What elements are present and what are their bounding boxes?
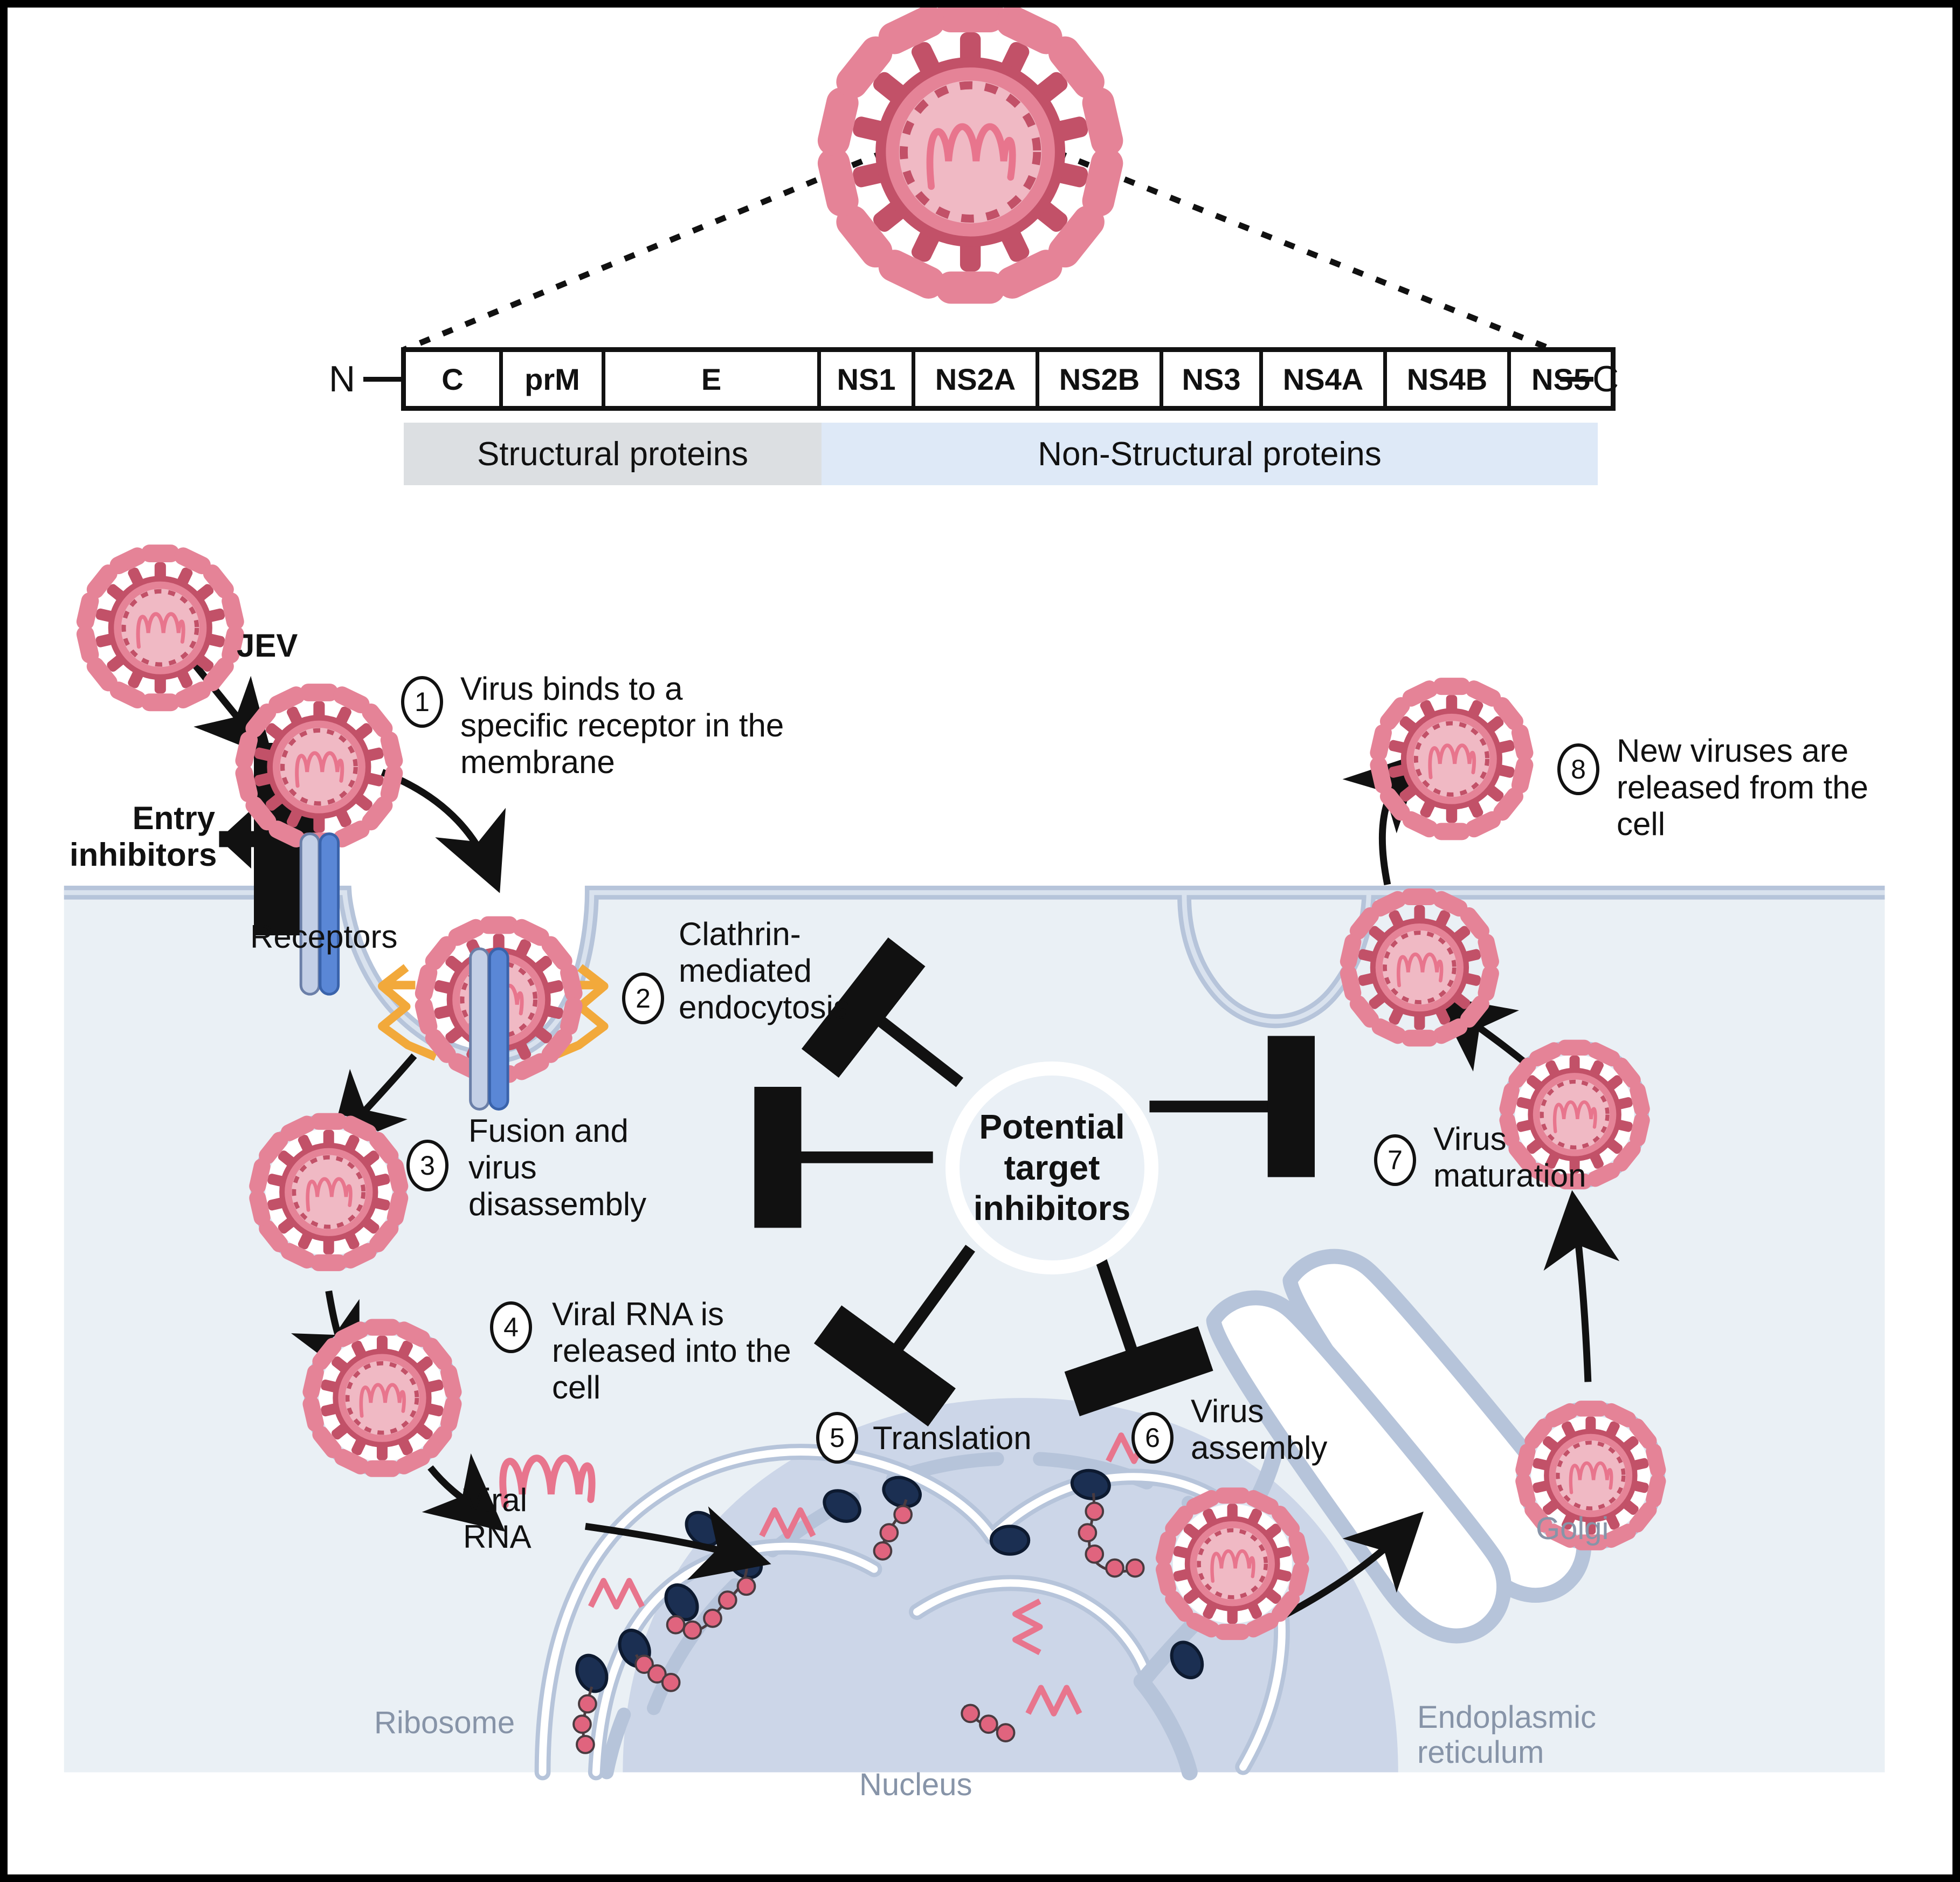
entry-inhibitors-label: Entry inhibitors — [70, 800, 217, 873]
inhibitor-bar-assembly — [1064, 1251, 1213, 1417]
er-label: Endoplasmic reticulum — [1417, 1700, 1597, 1770]
step-badge-8: 8 — [1557, 743, 1599, 795]
step-text-6: Virus assembly — [1191, 1393, 1328, 1466]
jev-label: JEV — [237, 628, 298, 664]
potential-target-inhibitors-node: Potential target inhibitors — [946, 1061, 1158, 1274]
step-text-4: Viral RNA is released into the cell — [552, 1296, 791, 1405]
viral-rna-label: Viral RNA — [463, 1482, 532, 1555]
virion-released — [1370, 678, 1534, 840]
step-badge-1: 1 — [401, 676, 443, 728]
structural-proteins-band: Structural proteins — [404, 423, 822, 485]
virion-overview — [817, 8, 1123, 304]
mrna-squiggles — [588, 1432, 1163, 1716]
arrow-assembly-to-golgi — [1268, 1511, 1424, 1626]
golgi-label: Golgi — [1536, 1511, 1609, 1546]
genome-gene-ns2b: NS2B — [1039, 352, 1163, 406]
polypeptide-chains — [572, 1493, 1145, 1754]
genome-gene-ns1: NS1 — [821, 352, 915, 406]
cytoplasm-fill — [64, 895, 1885, 1773]
step-text-5: Translation — [873, 1420, 1032, 1456]
potential-target-inhibitors-text: Potential target inhibitors — [973, 1107, 1131, 1228]
nucleus-label: Nucleus — [859, 1767, 972, 1802]
endosome-vesicle — [250, 1114, 407, 1271]
callout-dashed-lines — [402, 149, 1555, 353]
arrow-golgi-to-maturation — [1543, 1190, 1620, 1382]
virion-uncoating — [302, 1319, 462, 1477]
arrow-maturation-to-budding — [1434, 995, 1545, 1080]
nuclear-envelope — [599, 1452, 1283, 1780]
step-text-2: Clathrin- mediated endocytosis — [679, 916, 850, 1025]
er-assembly-neck — [1138, 1443, 1283, 1684]
plasma-membrane-inner — [64, 890, 1885, 1060]
inhibitor-wedge-entry — [219, 809, 251, 869]
n-terminus-label: N — [329, 359, 356, 399]
genome-gene-ns4b: NS4B — [1387, 352, 1511, 406]
inhibitor-bar-translation — [813, 1244, 975, 1426]
step-text-1: Virus binds to a specific receptor in th… — [460, 671, 784, 780]
arrow-rna-to-ribosome — [585, 1506, 771, 1580]
receptors-label: Receptors — [250, 919, 398, 955]
arrow-pit-to-endosome — [328, 1053, 417, 1152]
receptor-standalone — [299, 832, 340, 996]
virion-receptor-bound — [235, 684, 403, 851]
virion-assembling — [1155, 1487, 1309, 1640]
arrow-jev-to-receptor — [181, 650, 273, 759]
plasma-membrane — [64, 885, 1885, 1064]
genome-gene-e: E — [605, 352, 821, 406]
genome-gene-c: C — [406, 352, 503, 406]
step-badge-4: 4 — [490, 1301, 532, 1353]
genome-gene-ns2a: NS2A — [915, 352, 1039, 406]
genome-gene-ns3: NS3 — [1163, 352, 1263, 406]
n-terminus-line — [363, 377, 402, 382]
step-badge-3: 3 — [406, 1140, 448, 1191]
virion-budding — [1340, 888, 1499, 1047]
virion-in-endosome — [249, 1113, 409, 1271]
clathrin-coat — [378, 964, 609, 1061]
assembly-vesicle — [1158, 1489, 1307, 1638]
ribosome-label: Ribosome — [374, 1705, 515, 1740]
genome-gene-ns4a: NS4A — [1263, 352, 1387, 406]
arrow-budding-to-release — [1342, 752, 1424, 886]
arrow-binding-to-pit — [381, 769, 506, 893]
genome-gene-prm: prM — [503, 352, 605, 406]
virion-in-coated-pit — [415, 916, 583, 1083]
step-badge-2: 2 — [622, 973, 664, 1024]
step-text-7: Virus maturation — [1433, 1121, 1586, 1194]
step-text-8: New viruses are released from the cell — [1617, 733, 1868, 842]
step-text-3: Fusion and virus disassembly — [468, 1113, 647, 1222]
er-cisternae — [534, 1444, 1290, 1781]
virion-free-jev — [76, 544, 244, 712]
uncoating-vesicle — [304, 1320, 460, 1476]
c-terminus-line — [1560, 377, 1593, 382]
c-terminus-label: C — [1592, 359, 1619, 399]
step-badge-7: 7 — [1374, 1134, 1416, 1186]
arrow-endosome-to-uncoating — [291, 1290, 360, 1385]
step-badge-5: 5 — [816, 1412, 858, 1464]
step-badge-6: 6 — [1131, 1412, 1174, 1464]
receptor-in-pit — [469, 947, 509, 1111]
nonstructural-proteins-band: Non-Structural proteins — [822, 423, 1598, 485]
ribosomes — [575, 1469, 1204, 1693]
